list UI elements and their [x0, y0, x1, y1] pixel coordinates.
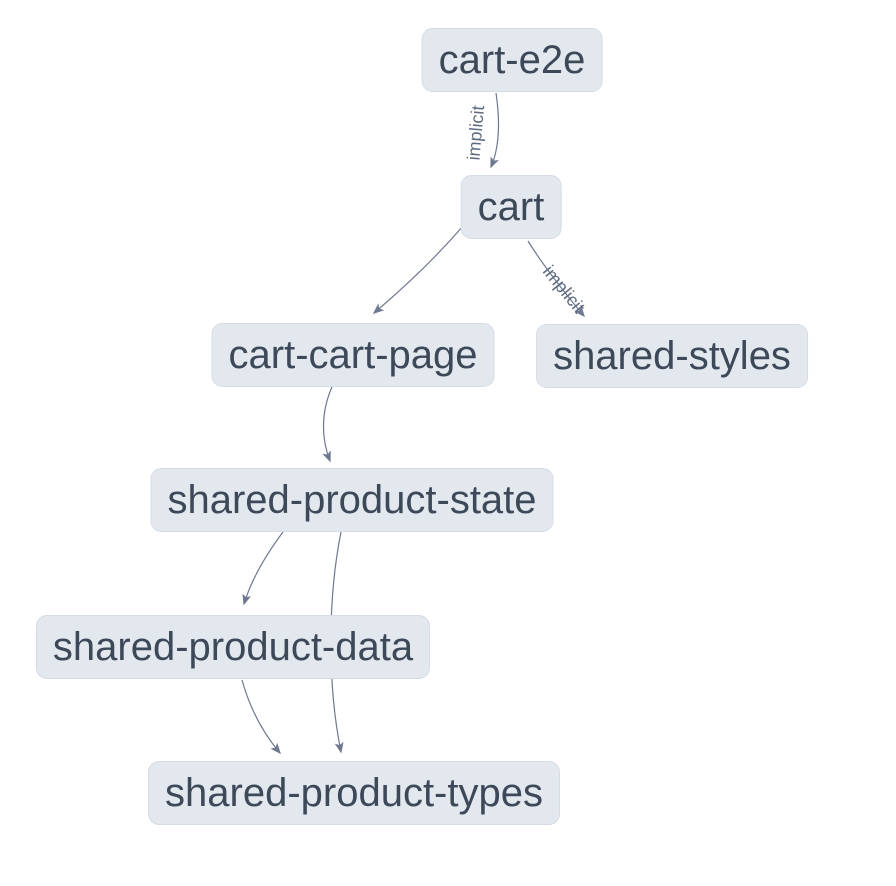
graph-node-cart-cart-page[interactable]: cart-cart-page [211, 323, 495, 387]
edge-shared-product-state-to-shared-product-data [242, 531, 284, 606]
graph-node-shared-product-state[interactable]: shared-product-state [150, 468, 554, 532]
edge-cart-cart-page-to-shared-product-state [322, 386, 333, 463]
graph-node-shared-product-types[interactable]: shared-product-types [148, 761, 560, 825]
graph-node-shared-product-data[interactable]: shared-product-data [35, 615, 431, 679]
edge-cart-to-shared-styles [527, 240, 585, 318]
edge-cart-e2e-to-cart [490, 92, 500, 169]
graph-node-cart[interactable]: cart [460, 175, 562, 239]
edge-shared-product-data-to-shared-product-types [241, 679, 281, 755]
edge-label-cart-e2e-to-cart: implicit [463, 105, 488, 162]
graph-node-cart-e2e[interactable]: cart-e2e [421, 28, 603, 92]
graph-node-shared-styles[interactable]: shared-styles [536, 324, 808, 388]
edge-cart-to-cart-cart-page [372, 225, 464, 314]
